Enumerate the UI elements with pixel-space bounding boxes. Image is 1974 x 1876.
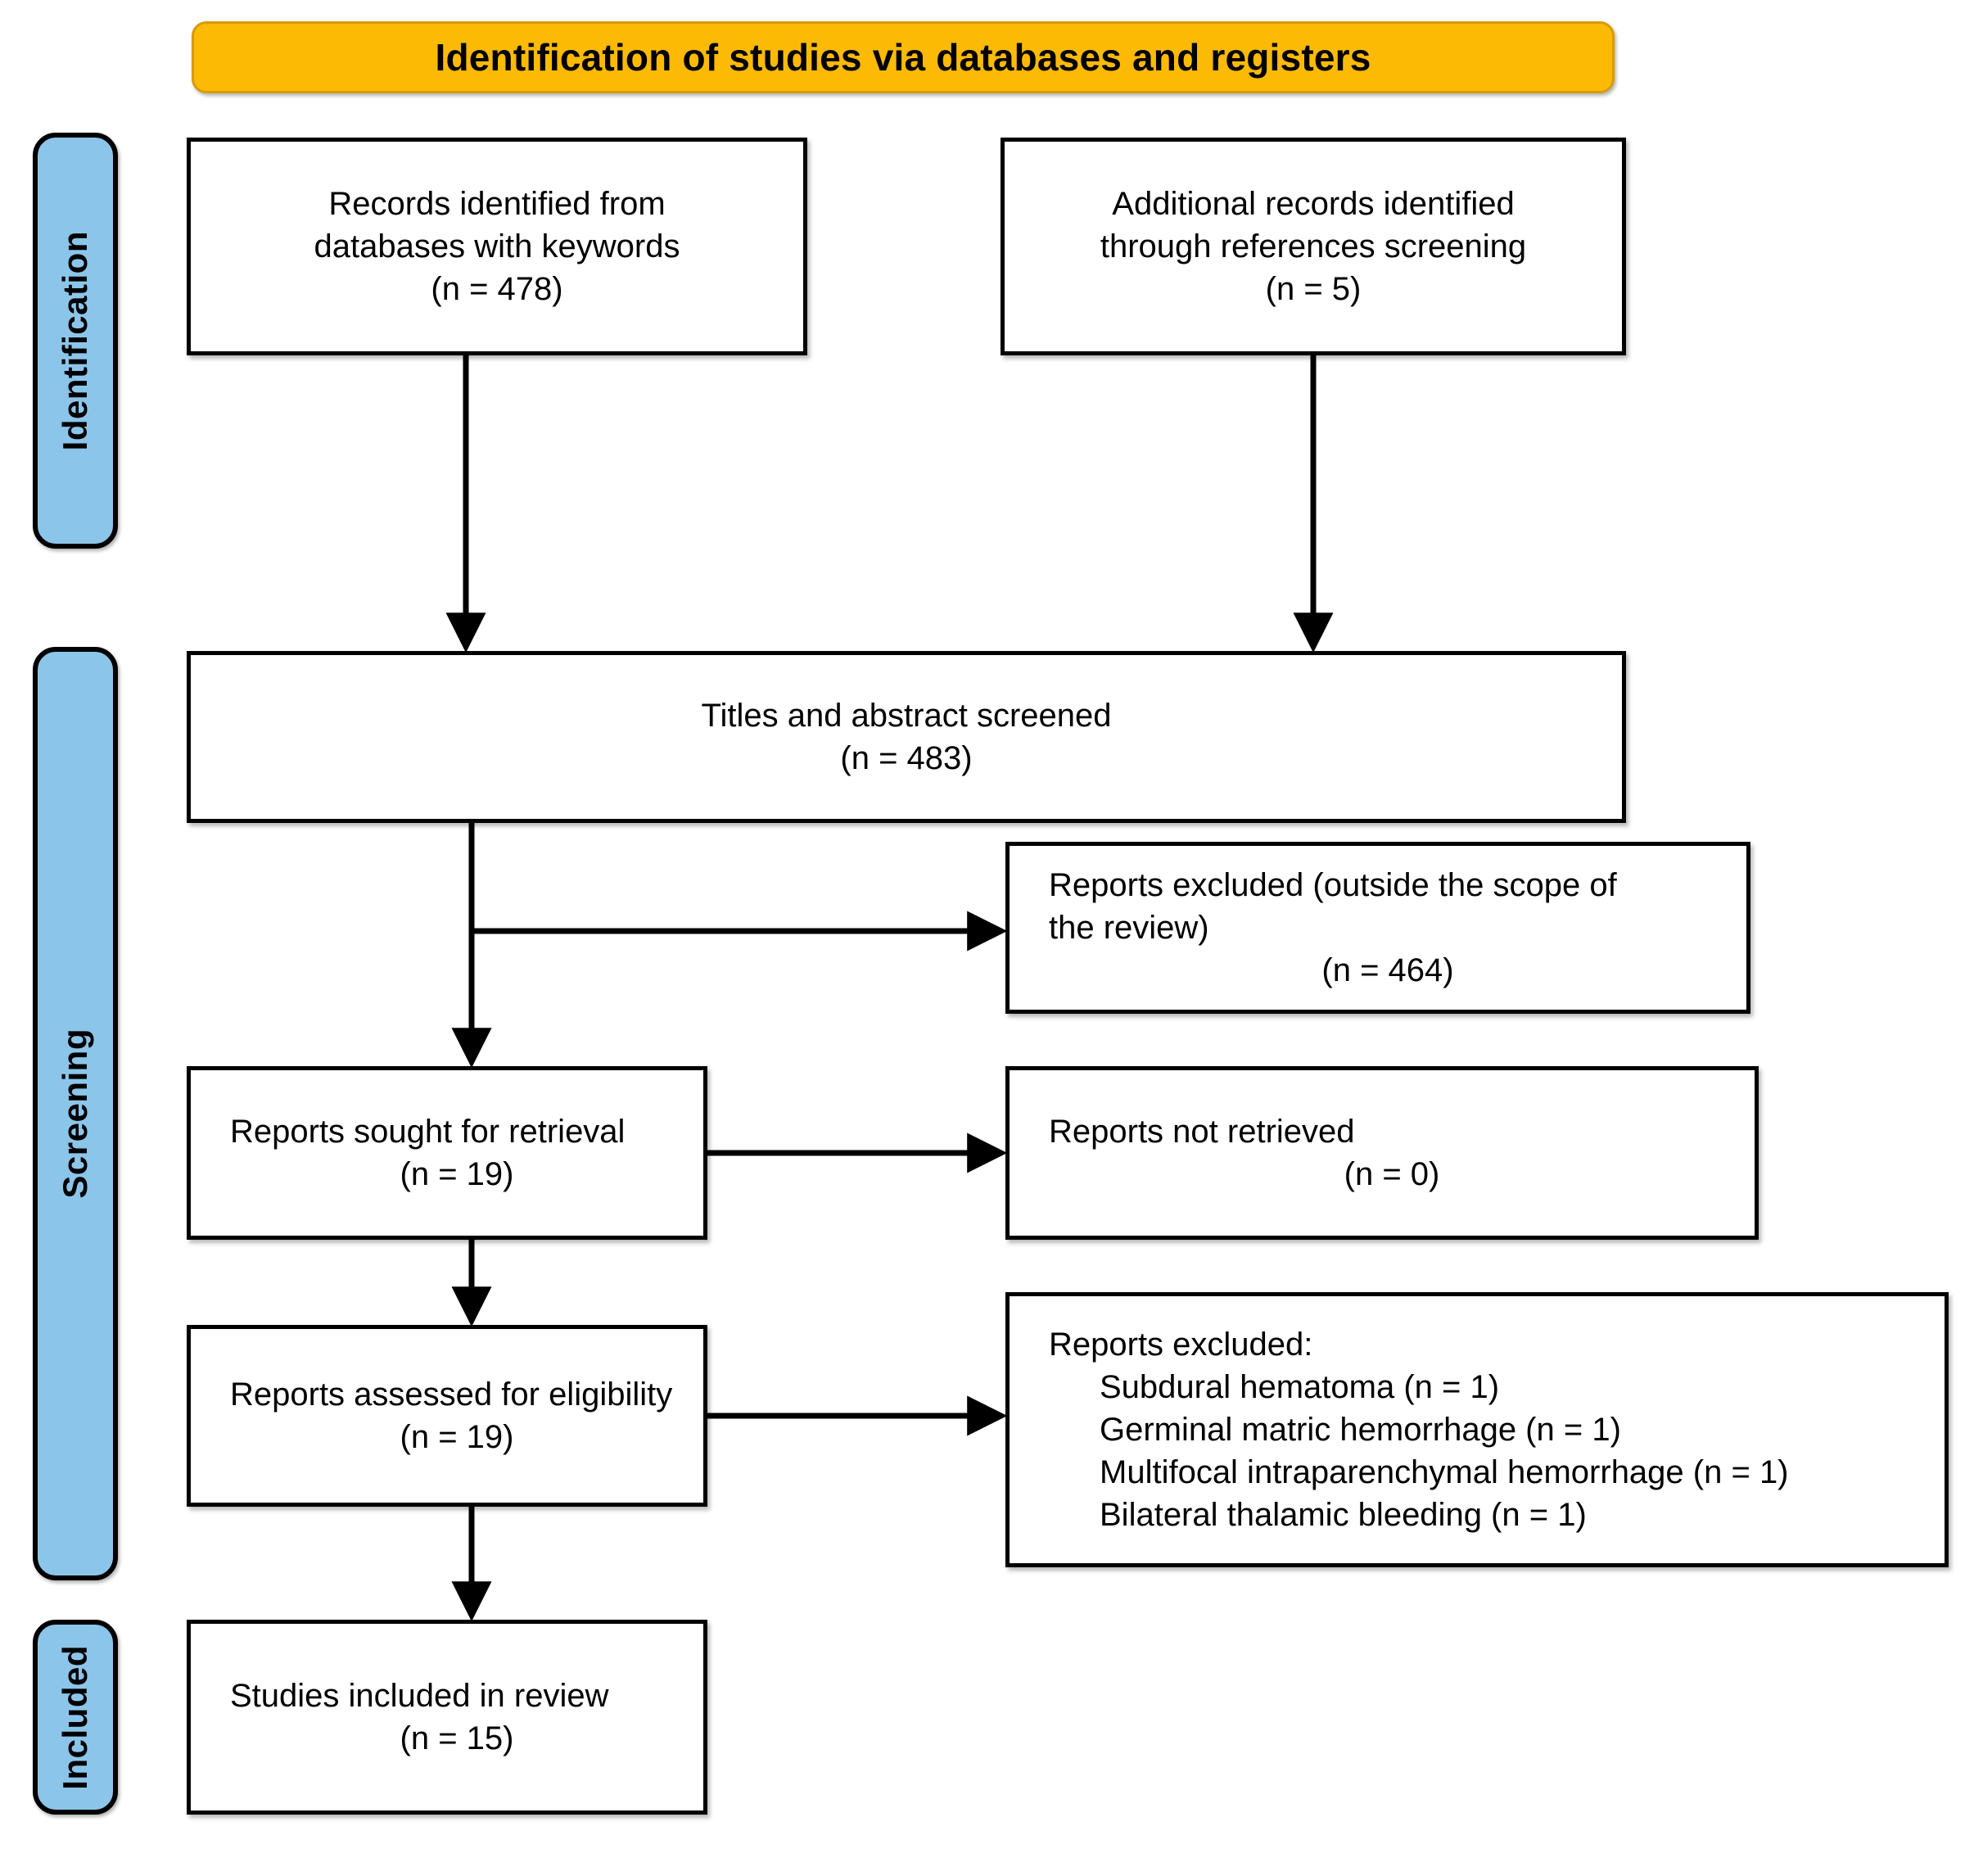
box-count: (n = 0) [1344,1156,1440,1192]
box-line: databases with keywords [314,228,680,264]
stage-label-identification: Identification [56,230,94,451]
box-line: Additional records identified [1112,186,1515,222]
excluded-reason-item: Germinal matric hemorrhage (n = 1) [1100,1412,1621,1448]
box-count: (n = 5) [1265,271,1362,307]
box-line: Records identified from [328,186,666,222]
stage-band-included: Included [33,1620,118,1815]
diagram-title: Identification of studies via databases … [435,36,1371,79]
box-line: Studies included in review [230,1678,609,1714]
box-reports-excluded-reasons: Reports excluded: Subdural hematoma (n =… [1005,1292,1949,1567]
header-banner: Identification of studies via databases … [192,21,1615,93]
box-count: (n = 478) [431,271,563,307]
box-reports-assessed-eligibility: Reports assessed for eligibility (n = 19… [187,1325,707,1507]
stage-label-screening: Screening [56,1028,94,1199]
box-count: (n = 464) [1321,952,1454,988]
box-studies-included-review: Studies included in review (n = 15) [187,1620,707,1815]
box-reports-excluded-scope: Reports excluded (outside the scope of t… [1005,842,1750,1014]
box-titles-abstract-screened: Titles and abstract screened (n = 483) [187,651,1626,823]
box-line: Titles and abstract screened [701,698,1112,734]
excluded-reason-item: Multifocal intraparenchymal hemorrhage (… [1100,1454,1789,1490]
box-reports-sought-retrieval: Reports sought for retrieval (n = 19) [187,1066,707,1240]
box-count: (n = 15) [400,1720,514,1756]
box-line: through references screening [1100,228,1527,264]
stage-band-screening: Screening [33,647,118,1580]
excluded-reasons-heading: Reports excluded: [1049,1327,1313,1363]
box-count: (n = 19) [400,1156,514,1192]
box-reports-not-retrieved: Reports not retrieved (n = 0) [1005,1066,1759,1240]
stage-band-identification: Identification [33,133,118,549]
box-line: the review) [1049,910,1209,946]
excluded-reason-item: Bilateral thalamic bleeding (n = 1) [1100,1497,1587,1533]
box-line: Reports excluded (outside the scope of [1049,867,1617,903]
box-records-identified-databases: Records identified from databases with k… [187,138,807,355]
stage-label-included: Included [56,1644,94,1790]
excluded-reason-item: Subdural hematoma (n = 1) [1100,1369,1500,1405]
box-additional-records-references: Additional records identified through re… [1001,138,1626,355]
box-line: Reports sought for retrieval [230,1114,626,1150]
box-count: (n = 19) [400,1419,514,1455]
box-count: (n = 483) [840,740,973,776]
box-line: Reports assessed for eligibility [230,1376,673,1413]
box-line: Reports not retrieved [1049,1114,1355,1150]
